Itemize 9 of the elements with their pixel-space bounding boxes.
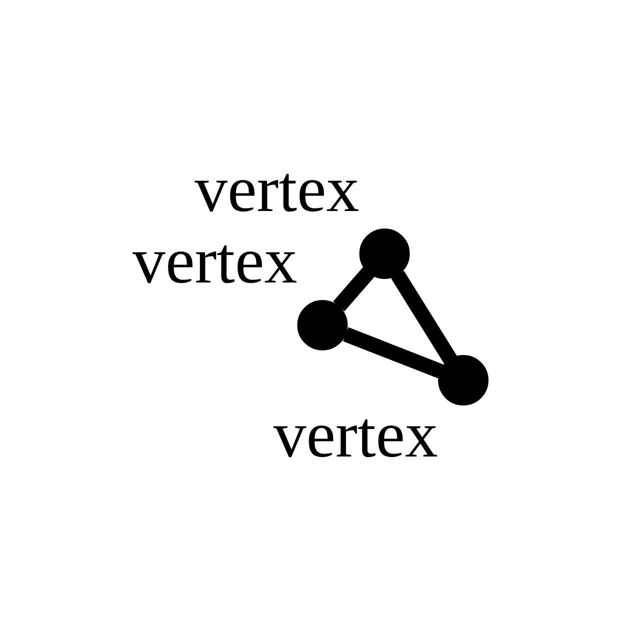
connector (391, 270, 457, 364)
node-label: vertex (194, 152, 360, 226)
node-label: vertex (132, 224, 298, 298)
connector (343, 327, 444, 378)
node-circle (438, 355, 489, 406)
connector (333, 266, 375, 312)
node-label: vertex (273, 398, 438, 472)
node-circle (359, 228, 410, 279)
node-circle (297, 300, 348, 350)
